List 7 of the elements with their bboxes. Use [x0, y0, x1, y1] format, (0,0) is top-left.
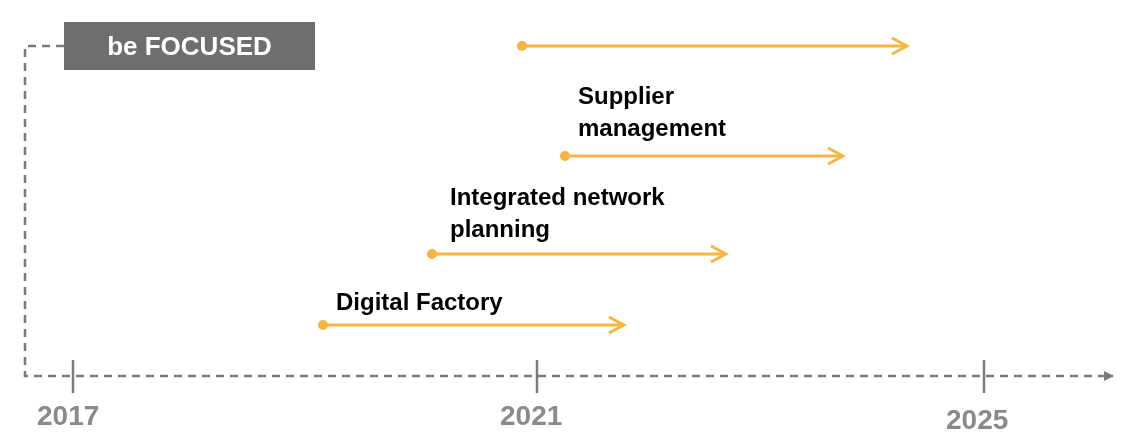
task-label: Digital Factory	[336, 287, 503, 317]
title-box: be FOCUSED	[64, 22, 315, 70]
task-label: Supplier management	[578, 81, 728, 143]
year-label: 2017	[37, 400, 100, 432]
year-label: 2025	[946, 404, 1009, 436]
task-label: Integrated network planning	[450, 182, 666, 244]
year-label: 2021	[500, 400, 563, 432]
